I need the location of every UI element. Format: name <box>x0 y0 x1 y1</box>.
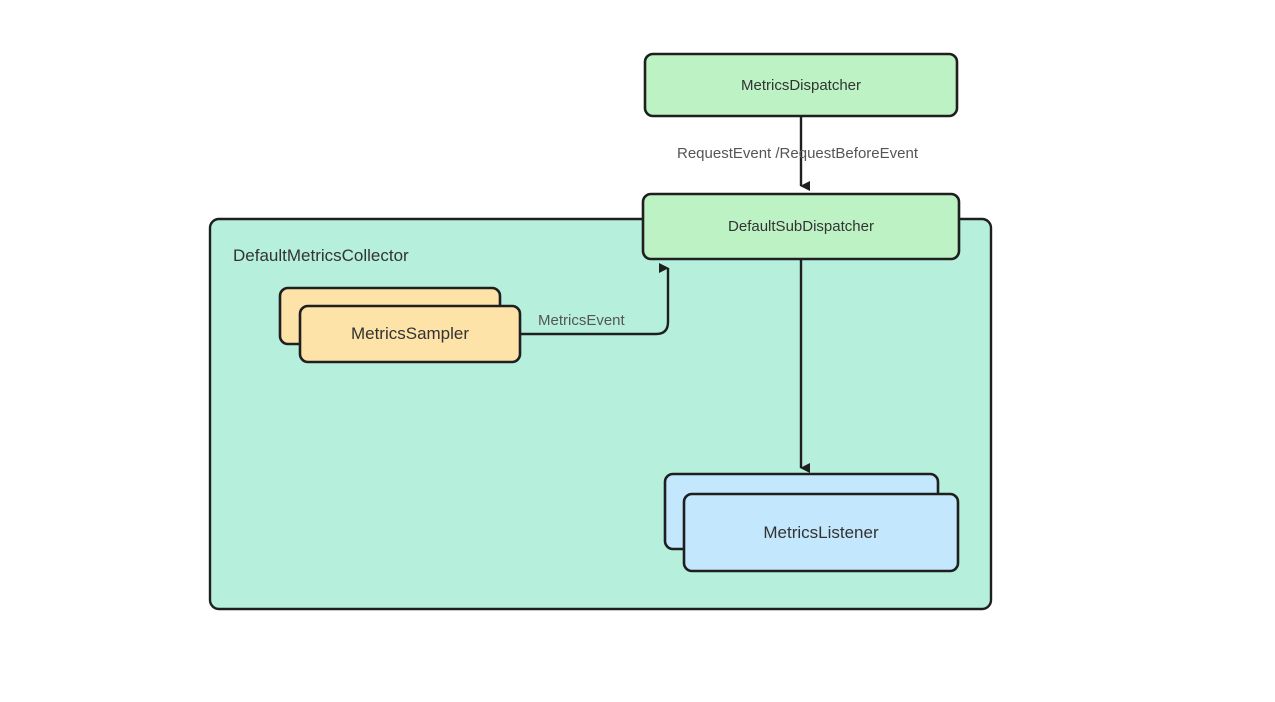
edge-label-metrics-event: MetricsEvent <box>538 312 625 329</box>
node-metrics-sampler[interactable] <box>298 304 522 364</box>
node-metrics-dispatcher[interactable] <box>643 52 959 118</box>
node-default-sub-dispatcher[interactable] <box>641 192 961 261</box>
edge-label-request-event: RequestEvent /RequestBeforeEvent <box>677 145 918 162</box>
node-metrics-listener[interactable] <box>682 492 960 573</box>
edge-sampler-to-subdispatcher <box>520 263 670 336</box>
cluster-label-default-metrics-collector: DefaultMetricsCollector <box>233 246 409 265</box>
